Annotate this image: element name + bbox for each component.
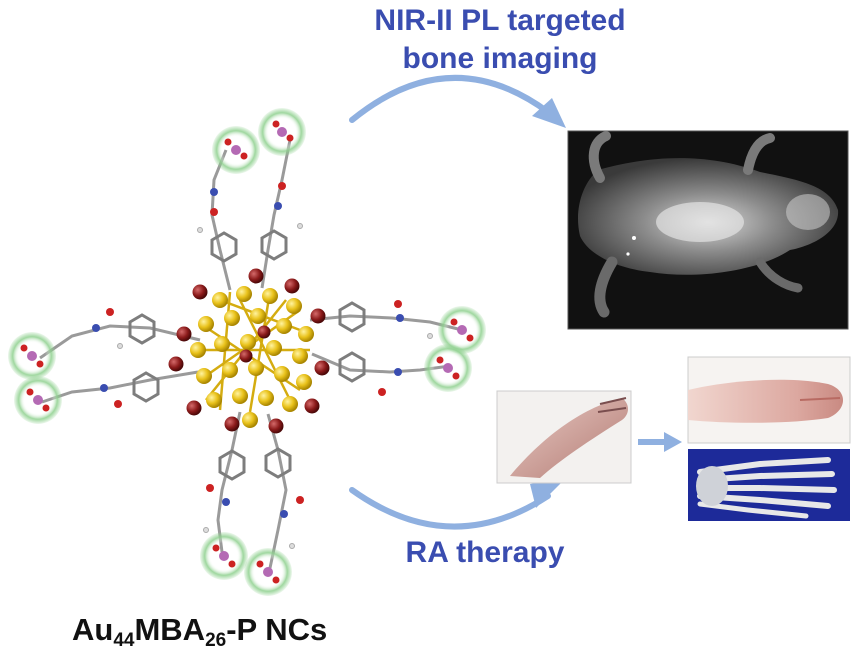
nir-ii-mouse-image	[567, 130, 849, 330]
benzene-rings	[128, 229, 366, 481]
sulfur-atoms	[168, 268, 330, 434]
phosphate-group	[14, 376, 62, 424]
arrow-between-photos	[638, 432, 682, 452]
chain-atoms	[92, 182, 433, 549]
phosphate-group	[8, 332, 56, 380]
therapy-label: RA therapy	[405, 536, 565, 569]
caption-sub2: 26	[205, 630, 227, 651]
imaging-title-line1: NIR-II PL targeted	[374, 4, 626, 37]
gold-atoms	[190, 286, 314, 428]
curved-arrow-icon	[530, 478, 566, 508]
phosphate-group	[212, 126, 260, 174]
arrow-to-therapy	[349, 478, 566, 530]
au44-nanocluster-model	[8, 108, 486, 596]
arrow-right-icon	[664, 432, 682, 452]
paw-after-photo	[687, 356, 851, 444]
paw-xray-image	[688, 449, 850, 521]
phosphate-group	[200, 532, 248, 580]
phosphate-group	[438, 306, 486, 354]
paw-before-photo	[496, 390, 632, 484]
caption-part2: MBA	[134, 612, 206, 647]
caption-part1: Au	[72, 612, 114, 647]
caption-part3: -P NCs	[226, 612, 328, 647]
curved-arrow-icon	[532, 98, 566, 128]
phosphate-group	[424, 344, 472, 392]
caption-sub1: 44	[113, 630, 135, 651]
nanocluster-caption: Au44MBA26-P NCs	[72, 612, 432, 652]
phosphate-groups	[8, 108, 486, 596]
phosphate-group	[244, 548, 292, 596]
imaging-title-line2: bone imaging	[402, 42, 598, 75]
phosphate-group	[258, 108, 306, 156]
arrow-to-imaging	[349, 75, 566, 128]
